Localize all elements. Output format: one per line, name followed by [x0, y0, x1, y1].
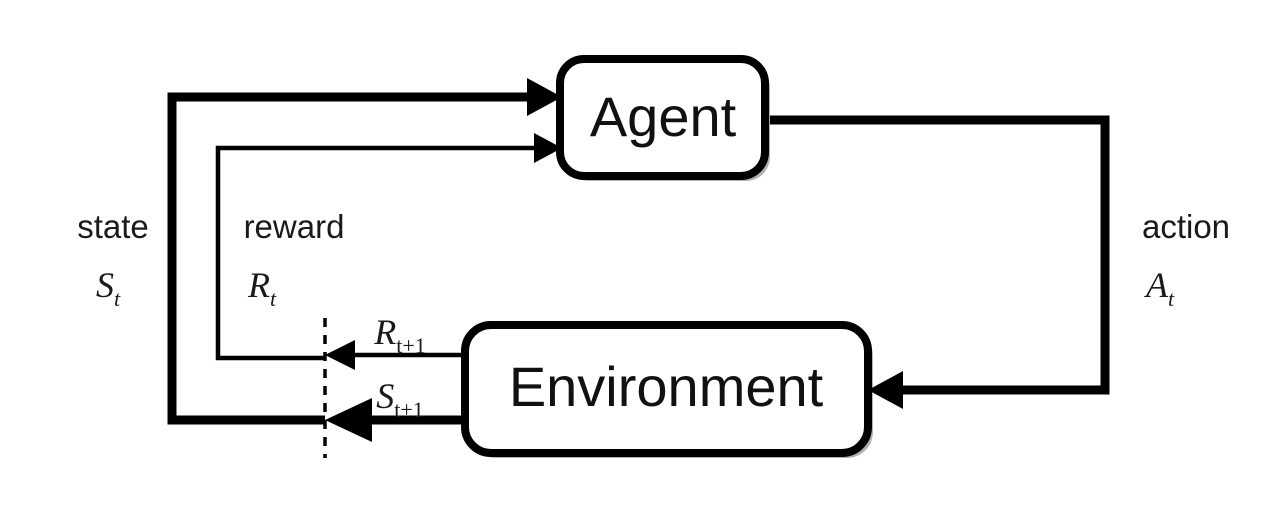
environment-box: [461, 321, 872, 457]
state-symbol-glyph: S: [96, 265, 114, 305]
state-arrowhead-icon: [527, 78, 562, 116]
next-state-subscript-glyph: t+1: [394, 397, 424, 422]
next-reward-symbol-glyph: R: [373, 312, 396, 352]
next-reward-subscript-glyph: t+1: [396, 333, 426, 358]
next-state-label: St+1: [376, 376, 424, 422]
reward-word-label: reward: [244, 208, 345, 245]
agent-label: Agent: [590, 85, 737, 148]
next-state-arrowhead-icon: [325, 398, 372, 442]
reward-symbol-label: Rt: [247, 265, 277, 311]
edge-next-reward: [325, 340, 465, 370]
edge-next-state: [325, 398, 465, 442]
action-word-label: action: [1142, 208, 1230, 245]
state-path-line: [167, 92, 527, 425]
edge-reward-to-agent: [215, 133, 562, 361]
state-symbol-label: St: [96, 265, 121, 311]
edge-action-to-environment: [770, 115, 1110, 409]
next-state-symbol-glyph: S: [376, 376, 394, 416]
action-arrowhead-icon: [868, 371, 903, 409]
reward-symbol-glyph: R: [247, 265, 270, 305]
state-word-label: state: [77, 208, 149, 245]
action-path-line: [770, 115, 1110, 395]
label-state: state St: [77, 208, 149, 311]
label-reward: reward Rt: [244, 208, 345, 311]
environment-label: Environment: [509, 355, 824, 418]
action-subscript-glyph: t: [1168, 286, 1175, 311]
state-subscript-glyph: t: [114, 286, 121, 311]
label-action: action At: [1142, 208, 1230, 311]
action-symbol-glyph: A: [1144, 265, 1169, 305]
node-agent[interactable]: Agent: [556, 55, 770, 181]
next-reward-label: Rt+1: [373, 312, 426, 358]
node-environment[interactable]: Environment: [461, 321, 873, 458]
edge-state-to-agent: [167, 78, 562, 425]
reward-arrowhead-icon: [534, 133, 562, 163]
reward-subscript-glyph: t: [270, 286, 277, 311]
reward-path-line: [215, 145, 534, 361]
next-reward-arrowhead-icon: [325, 340, 355, 370]
agent-box: [556, 55, 769, 180]
action-symbol-label: At: [1144, 265, 1175, 311]
